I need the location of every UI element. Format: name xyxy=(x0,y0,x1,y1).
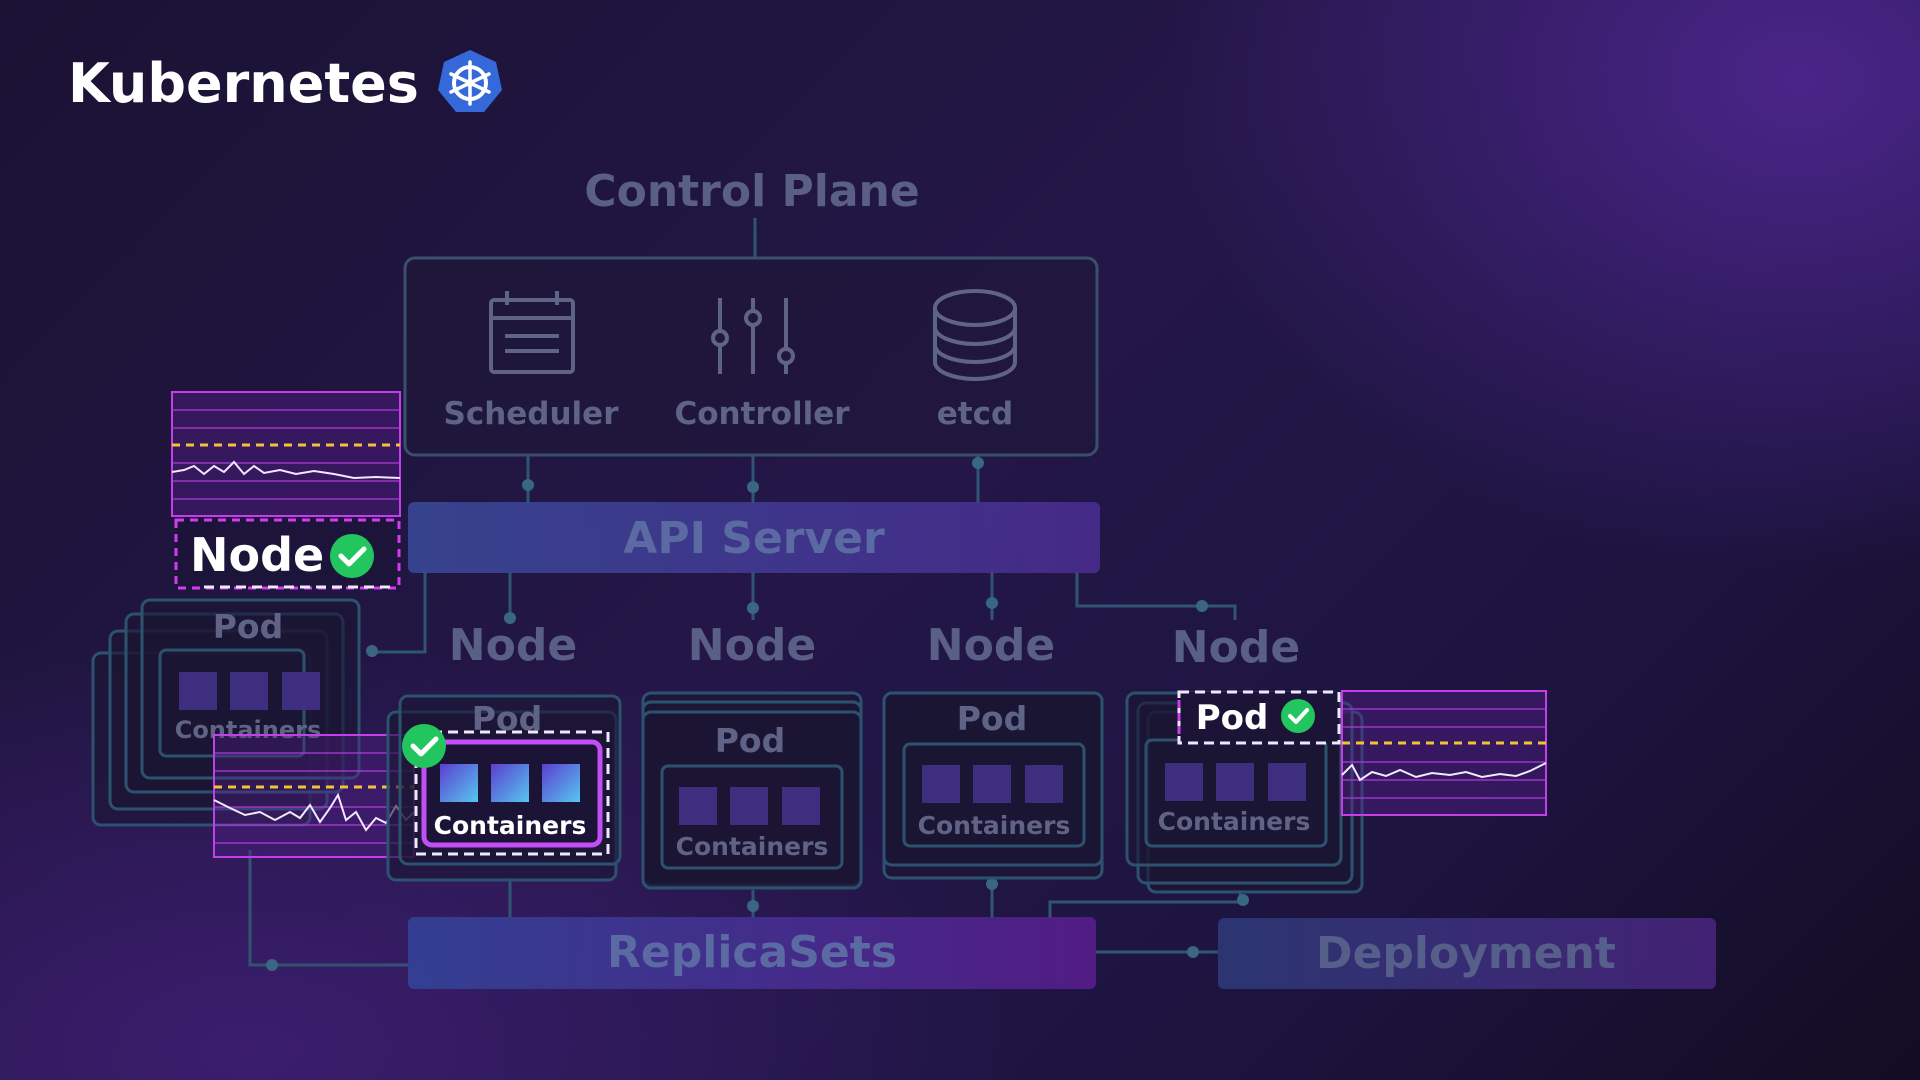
etcd-label: etcd xyxy=(937,396,1013,432)
containers-label-4: Containers xyxy=(1158,807,1311,836)
containers-box-3 xyxy=(902,742,1086,848)
highlight-containers-label: Containers xyxy=(434,811,587,840)
database-icon xyxy=(933,289,1017,381)
left-metric-chart xyxy=(213,734,415,858)
node-metric-chart xyxy=(171,391,401,517)
calendar-icon xyxy=(489,291,575,374)
replicasets-label: ReplicaSets xyxy=(607,927,897,978)
containers-box-2 xyxy=(660,764,844,870)
replicasets-bar xyxy=(408,917,1096,989)
left-container-cubes xyxy=(179,672,320,710)
container-cubes-4 xyxy=(1165,763,1306,801)
containers-check-icon xyxy=(402,724,446,768)
highlight-container-cubes xyxy=(440,764,580,802)
pod4-highlight-label: Pod xyxy=(1196,698,1269,738)
control-plane-title: Control Plane xyxy=(584,166,919,217)
container-cubes-3 xyxy=(922,765,1063,803)
pod-label-2: Pod xyxy=(715,721,785,760)
node-label-1: Node xyxy=(449,620,577,671)
left-pod-label: Pod xyxy=(213,607,283,646)
right-metric-chart xyxy=(1341,690,1547,816)
controller-label: Controller xyxy=(674,396,850,432)
container-cubes-2 xyxy=(679,787,820,825)
node-highlight-label: Node xyxy=(190,528,324,582)
api-server-label: API Server xyxy=(623,513,885,564)
highlight-containers-dashed xyxy=(414,730,610,856)
connector-dots xyxy=(266,457,1249,971)
left-containers-label: Containers xyxy=(175,716,322,744)
deployment-label: Deployment xyxy=(1316,928,1616,979)
node-label-3: Node xyxy=(927,620,1055,671)
pod-label-3: Pod xyxy=(957,699,1027,738)
kubernetes-helm-icon xyxy=(437,50,502,112)
deployment-bar xyxy=(1218,918,1716,989)
brand: Kubernetes xyxy=(68,48,505,118)
brand-title: Kubernetes xyxy=(68,51,419,115)
node-label-4: Node xyxy=(1172,622,1300,673)
node-check-icon xyxy=(330,534,374,578)
pod-check-icon xyxy=(1281,699,1315,733)
node-label-2: Node xyxy=(688,620,816,671)
api-server-bar xyxy=(408,502,1100,573)
containers-label-3: Containers xyxy=(918,811,1071,840)
scheduler-label: Scheduler xyxy=(444,396,620,432)
containers-label-2: Containers xyxy=(676,832,829,861)
sliders-icon xyxy=(711,298,795,374)
